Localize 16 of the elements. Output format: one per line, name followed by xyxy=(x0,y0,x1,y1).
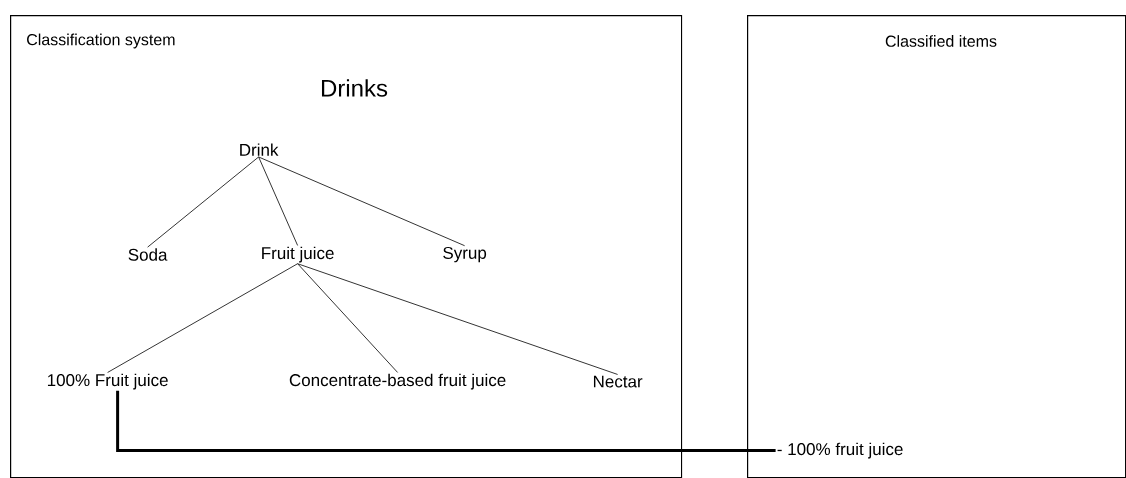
tree-line xyxy=(258,156,298,246)
tree-line xyxy=(297,263,398,373)
connector-line xyxy=(116,390,776,453)
tree-label: Drink xyxy=(240,143,279,156)
tree-label: Concentrate-based fruit juice xyxy=(289,373,506,390)
tree-heading: Drinks xyxy=(322,79,388,97)
tree-label: Soda xyxy=(128,248,168,261)
tree-line xyxy=(107,263,298,373)
tree-line xyxy=(147,156,259,248)
tree-line xyxy=(258,156,465,247)
tree-line xyxy=(297,263,618,375)
tree-label: Fruit juice xyxy=(262,246,334,263)
tree-label: Syrup xyxy=(443,246,487,263)
item-text: - 100% fruit juice xyxy=(777,442,903,459)
tree-label: Nectar xyxy=(593,375,643,388)
tree-label: 100% Fruit juice xyxy=(47,373,168,390)
